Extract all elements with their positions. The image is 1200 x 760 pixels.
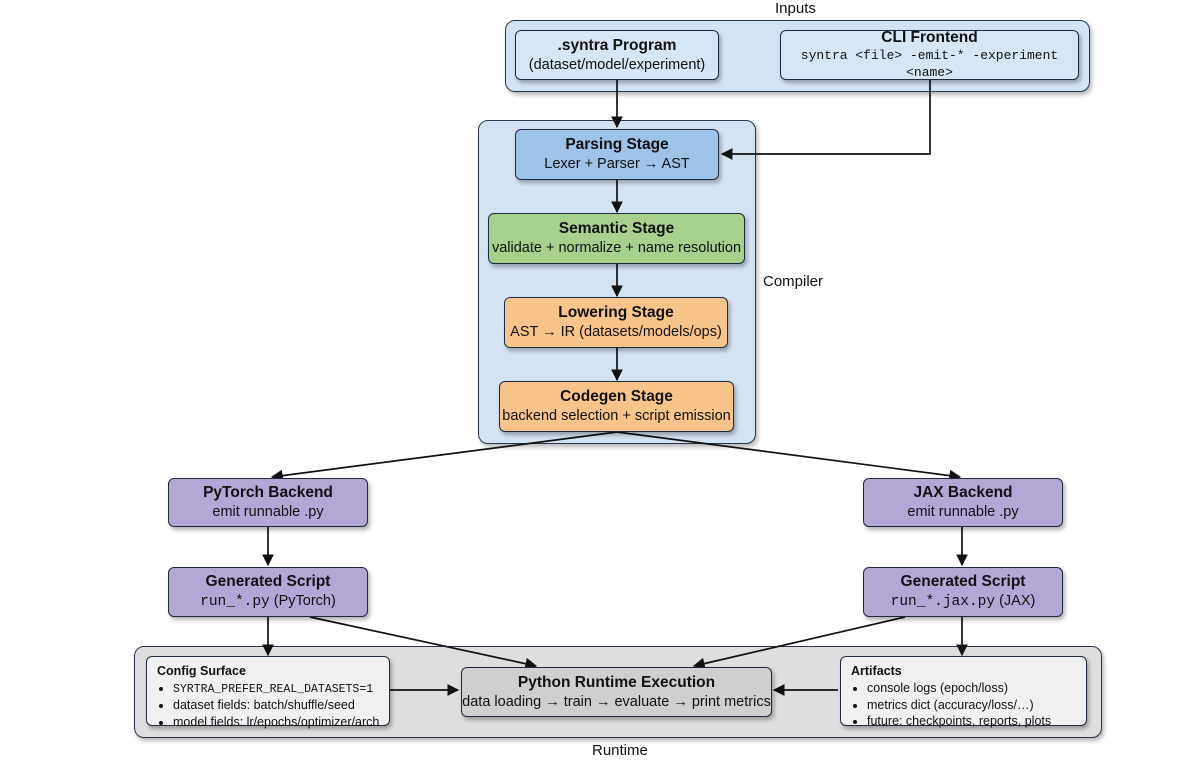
parsing-stage-sub: Lexer + Parser → AST <box>544 156 690 173</box>
syntra-program-node: .syntra Program (dataset/model/experimen… <box>515 30 719 80</box>
config-surface-item: model fields: lr/epochs/optimizer/arch <box>173 714 379 731</box>
config-surface-node: Config Surface SYRTRA_PREFER_REAL_DATASE… <box>146 656 390 729</box>
artifacts-node: Artifacts console logs (epoch/loss) metr… <box>840 656 1087 728</box>
python-runtime-title: Python Runtime Execution <box>517 673 716 691</box>
generated-script-jax-sub: run_*.jax.py (JAX) <box>891 592 1036 612</box>
artifacts-list: console logs (epoch/loss) metrics dict (… <box>851 680 1076 730</box>
cli-frontend-title: CLI Frontend <box>881 29 978 47</box>
python-runtime-sub: data loading → train → evaluate → print … <box>462 693 771 710</box>
arrow-codegen-to-pytorch <box>270 431 618 482</box>
jax-backend-node: JAX Backend emit runnable .py <box>863 478 1063 527</box>
artifacts-item: future: checkpoints, reports, plots <box>867 713 1076 730</box>
jax-backend-title: JAX Backend <box>913 484 1013 501</box>
semantic-stage-node: Semantic Stage validate + normalize + na… <box>488 213 745 264</box>
generated-script-pytorch-title: Generated Script <box>205 573 331 590</box>
syntra-program-sub: (dataset/model/experiment) <box>528 56 706 73</box>
codegen-stage-sub: backend selection + script emission <box>502 408 731 425</box>
artifacts-item: console logs (epoch/loss) <box>867 680 1076 697</box>
config-surface-list: SYRTRA_PREFER_REAL_DATASETS=1 dataset fi… <box>157 680 379 730</box>
pytorch-script-filename: run_*.py <box>200 594 270 611</box>
arrow-codegen-to-jax <box>616 431 962 482</box>
arrow-jaxscript-to-runtime <box>692 616 906 670</box>
pytorch-backend-node: PyTorch Backend emit runnable .py <box>168 478 368 527</box>
arrow-cli-to-parsing <box>720 80 931 160</box>
lowering-stage-sub: AST → IR (datasets/models/ops) <box>510 324 722 341</box>
pytorch-backend-title: PyTorch Backend <box>203 484 333 501</box>
generated-script-jax-title: Generated Script <box>900 573 1026 590</box>
lowering-stage-title: Lowering Stage <box>558 304 674 321</box>
jax-backend-sub: emit runnable .py <box>907 504 1019 521</box>
parsing-stage-title: Parsing Stage <box>565 136 669 153</box>
pytorch-backend-sub: emit runnable .py <box>212 504 324 521</box>
arrow-ptscript-to-runtime <box>309 616 538 670</box>
generated-script-jax-node: Generated Script run_*.jax.py (JAX) <box>863 567 1063 617</box>
codegen-stage-title: Codegen Stage <box>560 388 673 405</box>
cli-frontend-node: CLI Frontend syntra <file> -emit-* -expe… <box>780 29 1079 81</box>
semantic-stage-title: Semantic Stage <box>558 220 675 237</box>
cli-frontend-sub: syntra <file> -emit-* -experiment <name> <box>800 48 1059 81</box>
compiler-group-label: Compiler <box>763 273 824 290</box>
python-runtime-execution-node: Python Runtime Execution data loading → … <box>461 667 772 717</box>
config-surface-item: SYRTRA_PREFER_REAL_DATASETS=1 <box>173 680 379 697</box>
codegen-stage-node: Codegen Stage backend selection + script… <box>499 381 734 432</box>
artifacts-title: Artifacts <box>851 664 902 678</box>
config-surface-title: Config Surface <box>157 664 246 678</box>
generated-script-pytorch-node: Generated Script run_*.py (PyTorch) <box>168 567 368 617</box>
jax-script-filename: run_*.jax.py <box>890 594 996 611</box>
artifacts-item: metrics dict (accuracy/loss/…) <box>867 697 1076 714</box>
generated-script-pytorch-sub: run_*.py (PyTorch) <box>200 592 336 612</box>
syntra-program-title: .syntra Program <box>557 36 677 54</box>
config-surface-item: dataset fields: batch/shuffle/seed <box>173 697 379 714</box>
config-env-var: SYRTRA_PREFER_REAL_DATASETS=1 <box>173 683 374 696</box>
semantic-stage-sub: validate + normalize + name resolution <box>491 240 742 257</box>
pytorch-script-tail: (PyTorch) <box>269 593 336 610</box>
runtime-group-label: Runtime <box>592 742 648 759</box>
parsing-stage-node: Parsing Stage Lexer + Parser → AST <box>515 129 719 180</box>
inputs-group-label: Inputs <box>775 0 816 17</box>
jax-script-tail: (JAX) <box>995 593 1036 610</box>
lowering-stage-node: Lowering Stage AST → IR (datasets/models… <box>504 297 728 348</box>
